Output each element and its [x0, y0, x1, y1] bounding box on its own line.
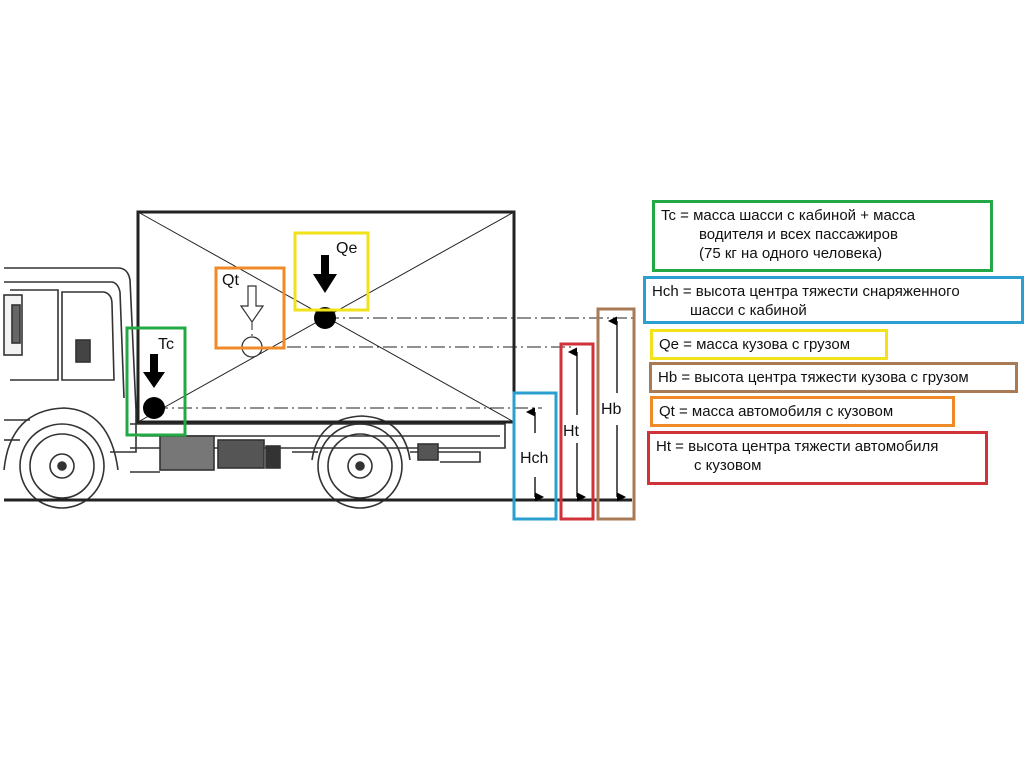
ht-dimension: Ht [559, 342, 595, 521]
legend-hb-line1: Hb = высота центра тяжести кузова с груз… [658, 369, 969, 386]
qe-force-arrow [313, 255, 337, 293]
hch-dimension: Hch [512, 391, 558, 521]
legend-hch-line1: Hch = высота центра тяжести снаряженного [652, 283, 960, 300]
legend-ht: Ht = высота центра тяжести автомобиля с … [647, 431, 988, 485]
reference-lines [154, 292, 636, 409]
hb-dimension: Hb [596, 307, 636, 521]
qe-label: Qe [336, 240, 357, 257]
qt-force-arrow [239, 285, 265, 324]
tc-force-arrow [143, 354, 165, 388]
chassis-frame [130, 423, 506, 473]
legend-tc-line3: (75 кг на одного человека) [699, 245, 883, 262]
front-wheel [3, 407, 119, 509]
legend-hch-line2: шасси с кабиной [690, 302, 807, 319]
ht-label: Ht [563, 423, 580, 440]
legend-tc-line2: водителя и всех пассажиров [699, 226, 898, 243]
tc-highlight-frame [125, 326, 187, 437]
qt-label: Qt [222, 272, 239, 289]
hch-label: Hch [520, 450, 548, 467]
legend-qt-line1: Qt = масса автомобиля с кузовом [659, 403, 894, 420]
legend-qt: Qt = масса автомобиля с кузовом [650, 396, 955, 427]
tc-center-of-gravity [143, 397, 165, 419]
qe-highlight-frame [293, 231, 370, 312]
legend-ht-line1: Ht = высота центра тяжести автомобиля [656, 438, 939, 455]
legend-ht-line2: с кузовом [694, 457, 762, 474]
hb-label: Hb [601, 401, 622, 418]
legend-qe: Qe = масса кузова с грузом [650, 329, 888, 360]
legend-hch: Hch = высота центра тяжести снаряженного… [643, 276, 1024, 324]
legend-tc: Tc = масса шасси с кабиной + масса водит… [652, 200, 993, 272]
qt-highlight-frame [214, 266, 286, 350]
tc-label: Tc [158, 336, 174, 353]
qe-center-of-gravity [314, 307, 336, 329]
rear-wheel [311, 415, 411, 509]
legend-qe-line1: Qe = масса кузова с грузом [659, 336, 851, 353]
legend-hb: Hb = высота центра тяжести кузова с груз… [649, 362, 1018, 393]
legend-tc-line1: Tc = масса шасси с кабиной + масса [661, 207, 916, 224]
